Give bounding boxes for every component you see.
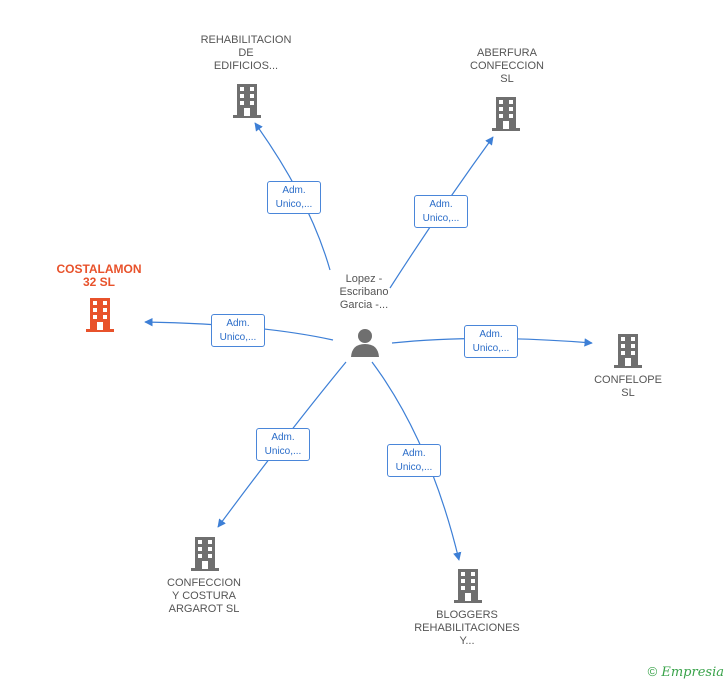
company-name-line: Y... (459, 635, 475, 647)
company-label-costalamon[interactable]: COSTALAMON 32 SL (56, 263, 141, 289)
company-name-line: REHABILITACIONES (414, 622, 520, 634)
brand-name: Empresia (661, 665, 724, 680)
company-name-line: CONFECCION (167, 577, 241, 589)
company-name-line: SL (500, 73, 514, 85)
building-icon[interactable] (454, 569, 482, 603)
company-label-bloggers[interactable]: BLOGGERS REHABILITACIONES Y... (414, 609, 520, 648)
company-name-line: CONFELOPE (594, 374, 662, 386)
role-line: Adm.Unico,... (395, 448, 433, 473)
company-name-line: ARGAROT SL (168, 603, 240, 615)
center-name-line: Garcia -... (339, 299, 389, 311)
building-icon[interactable] (191, 537, 219, 571)
edge-role-confeccion[interactable]: Adm.Unico,... (256, 428, 310, 461)
company-name-line: COSTALAMON (56, 262, 142, 276)
company-name-line: REHABILITACION (200, 34, 292, 46)
edge-role-bloggers[interactable]: Adm.Unico,... (387, 444, 441, 477)
company-label-confeccion[interactable]: CONFECCION Y COSTURA ARGAROT SL (167, 577, 241, 616)
edge-role-confelope[interactable]: Adm.Unico,... (464, 325, 518, 358)
company-name-line: CONFECCION (470, 60, 544, 72)
edge-role-costalamon[interactable]: Adm.Unico,... (211, 314, 265, 347)
company-name-line: ABERFURA (477, 47, 537, 59)
edge-role-aberfura[interactable]: Adm.Unico,... (414, 195, 468, 228)
building-icon[interactable] (492, 97, 520, 131)
center-name-line: Escribano (339, 286, 389, 298)
role-line: Adm.Unico,... (472, 329, 510, 354)
company-name-line: Y COSTURA (172, 590, 236, 602)
company-name-line: EDIFICIOS... (213, 60, 279, 72)
building-icon[interactable] (233, 84, 261, 118)
copyright-icon: © (647, 664, 658, 679)
company-name-line: 32 SL (82, 275, 116, 289)
role-line: Adm.Unico,... (219, 318, 257, 343)
role-line: Adm.Unico,... (422, 199, 460, 224)
center-person-label[interactable]: Lopez - Escribano Garcia -... (340, 273, 389, 312)
center-name-line: Lopez - (345, 273, 383, 285)
building-icon[interactable] (614, 334, 642, 368)
company-name-line: SL (621, 387, 635, 399)
footer-brand[interactable]: © Empresia (648, 664, 724, 680)
edge-role-rehabilitacion[interactable]: Adm.Unico,... (267, 181, 321, 214)
person-icon[interactable] (350, 327, 380, 357)
company-name-line: DE (238, 47, 254, 59)
company-label-rehabilitacion[interactable]: REHABILITACION DE EDIFICIOS... (201, 34, 292, 73)
company-label-aberfura[interactable]: ABERFURA CONFECCION SL (470, 47, 544, 86)
role-line: Adm.Unico,... (275, 185, 313, 210)
building-icon-highlight[interactable] (86, 298, 114, 332)
company-label-confelope[interactable]: CONFELOPE SL (594, 374, 662, 400)
role-line: Adm.Unico,... (264, 432, 302, 457)
company-name-line: BLOGGERS (436, 609, 498, 621)
